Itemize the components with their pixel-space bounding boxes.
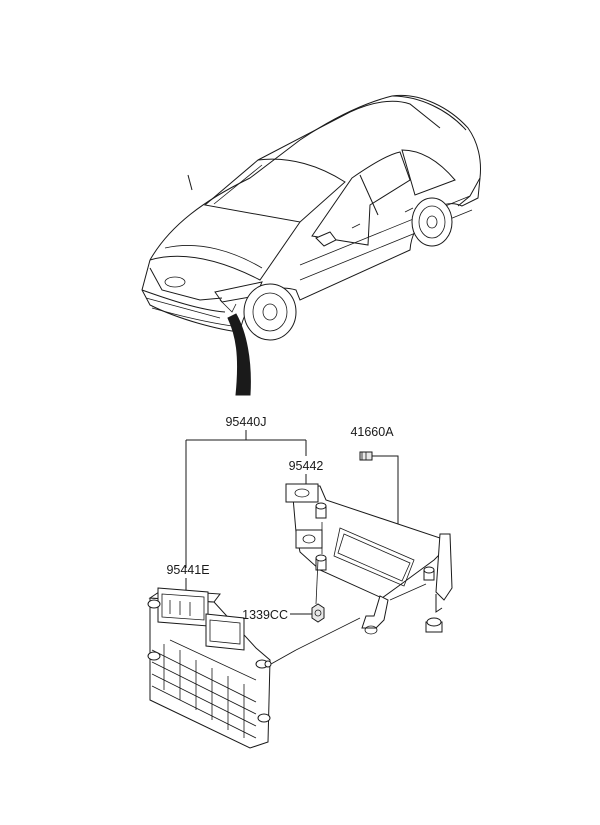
label-95442: 95442 (289, 459, 324, 473)
label-95441e: 95441E (166, 563, 209, 577)
location-arrow (227, 313, 251, 396)
bracket-95442 (285, 483, 453, 635)
ecu-module-95441e (147, 587, 297, 749)
bolt-41660a (359, 451, 380, 461)
label-41660a: 41660A (350, 425, 394, 439)
nut-1339cc (311, 603, 325, 623)
label-95440j: 95440J (225, 415, 266, 429)
label-1339cc: 1339CC (242, 608, 288, 622)
car-illustration (141, 94, 481, 341)
assembly-lines (295, 522, 427, 651)
